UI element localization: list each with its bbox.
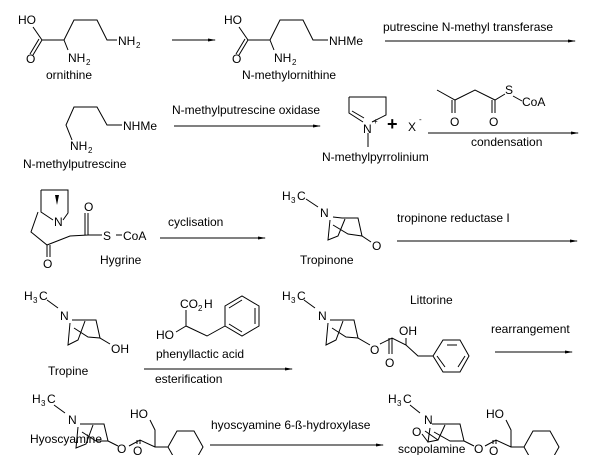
atom-label: 2 xyxy=(292,58,297,67)
atom-label: O xyxy=(370,343,379,357)
atom-label: S xyxy=(505,83,513,97)
compound-name: Hyoscyamine xyxy=(30,432,102,446)
atom-label: N xyxy=(320,206,329,220)
atom-label: H xyxy=(32,392,41,406)
atom-label: NH xyxy=(118,34,135,48)
atom-label: O xyxy=(385,356,394,370)
littorine-structure: H 3 C N O O OH Littorine xyxy=(282,289,470,373)
atom-label: H xyxy=(388,392,397,406)
enzyme-label: tropinone reductase I xyxy=(397,211,510,225)
atom-label: O xyxy=(489,444,498,455)
atom-label: 3 xyxy=(33,296,38,305)
hyoscyamine-structure: H 3 C N O O HO Hyoscyamine xyxy=(30,392,204,455)
atom-label: HO xyxy=(224,13,242,27)
atom-label: N xyxy=(424,413,433,427)
atom-label: O xyxy=(489,115,498,129)
compound-name: N-methylputrescine xyxy=(23,157,127,171)
compound-name: Tropine xyxy=(48,364,89,378)
atom-label: O xyxy=(84,200,93,214)
scopolamine-structure: H 3 C N O O O HO scopolamine xyxy=(388,392,560,455)
atom-label: O xyxy=(474,442,483,455)
atom-label: H xyxy=(204,297,213,311)
atom-label: O xyxy=(232,52,241,66)
atom-label: OH xyxy=(399,324,417,338)
atom-label: O xyxy=(117,442,126,455)
atom-label: C xyxy=(47,392,56,406)
atom-label: C xyxy=(297,189,306,203)
atom-label: NH xyxy=(70,139,87,153)
compound-name: Hygrine xyxy=(100,253,142,267)
atom-label: O xyxy=(412,425,421,439)
atom-label: NHMe xyxy=(123,119,157,133)
compound-name: Littorine xyxy=(410,293,453,307)
atom-label: O xyxy=(133,444,142,455)
atom-label: S xyxy=(103,229,111,243)
atom-label: - xyxy=(419,115,422,124)
phenyllactic-acid-structure: CO 2 H HO phenyllactic acid xyxy=(156,295,260,361)
tropine-structure: H 3 C N OH Tropine xyxy=(24,289,129,378)
enzyme-label: N-methylputrescine oxidase xyxy=(172,103,320,117)
atom-label: 3 xyxy=(291,196,296,205)
atom-label: N xyxy=(60,309,69,323)
atom-label: H xyxy=(282,189,291,203)
enzyme-label: rearrangement xyxy=(491,322,570,336)
compound-name: N-methylpyrrolinium xyxy=(322,150,429,164)
atom-label: 3 xyxy=(41,399,46,408)
atom-label: HO xyxy=(130,407,148,421)
atom-label: CoA xyxy=(522,95,545,109)
enzyme-label: hyoscyamine 6-ß-hydroxylase xyxy=(211,418,371,432)
atom-label: NH xyxy=(274,51,291,65)
n-methylornithine-structure: HO O NH 2 NHMe N-methylornithine xyxy=(224,13,363,82)
compound-name: Tropinone xyxy=(300,253,354,267)
atom-label: CoA xyxy=(123,229,146,243)
atom-label: N xyxy=(363,122,372,136)
n-methylpyrrolinium-structure: N + N-methylpyrrolinium + X - xyxy=(322,96,429,164)
atom-label: 3 xyxy=(291,296,296,305)
compound-name: phenyllactic acid xyxy=(156,347,244,361)
atom-label: OH xyxy=(111,342,129,356)
enzyme-label: putrescine N-methyl transferase xyxy=(383,20,553,34)
atom-label: NH xyxy=(68,51,85,65)
atom-label: O xyxy=(43,257,52,271)
n-methylputrescine-structure: NHMe NH 2 N-methylputrescine xyxy=(23,106,157,171)
atom-label: CO xyxy=(180,297,198,311)
atom-label: C xyxy=(39,289,48,303)
hygrine-structure: N O O S CoA Hygrine xyxy=(30,189,146,271)
enzyme-label: esterification xyxy=(155,372,222,386)
atom-label: H xyxy=(282,289,291,303)
atom-label: + xyxy=(373,117,378,126)
atom-label: 2 xyxy=(86,58,91,67)
atom-label: HO xyxy=(156,328,174,342)
atom-label: 2 xyxy=(198,304,203,313)
compound-name: N-methylornithine xyxy=(242,68,336,82)
atom-label: 2 xyxy=(88,146,93,155)
atom-label: H xyxy=(24,289,33,303)
atom-label: N xyxy=(318,309,327,323)
atom-label: N xyxy=(68,413,77,427)
atom-label: C xyxy=(297,289,306,303)
atom-label: N xyxy=(54,215,63,229)
enzyme-label: condensation xyxy=(471,135,542,149)
plus-sign: + xyxy=(387,114,398,134)
ornithine-structure: HO O NH 2 NH 2 ornithine xyxy=(18,13,141,82)
atom-label: 2 xyxy=(136,41,141,50)
compound-name: scopolamine xyxy=(398,442,466,455)
compound-name: ornithine xyxy=(46,68,92,82)
acetoacetyl-coa-structure: O O S CoA xyxy=(436,83,545,129)
atom-label: 3 xyxy=(397,399,402,408)
enzyme-label: cyclisation xyxy=(168,215,223,229)
atom-label: X xyxy=(408,120,416,134)
atom-label: O xyxy=(372,239,381,253)
atom-label: HO xyxy=(18,13,36,27)
atom-label: O xyxy=(26,52,35,66)
atom-label: O xyxy=(450,115,459,129)
tropinone-structure: H 3 C N O Tropinone xyxy=(282,189,381,267)
atom-label: C xyxy=(403,392,412,406)
atom-label: NHMe xyxy=(329,34,363,48)
atom-label: HO xyxy=(486,407,504,421)
